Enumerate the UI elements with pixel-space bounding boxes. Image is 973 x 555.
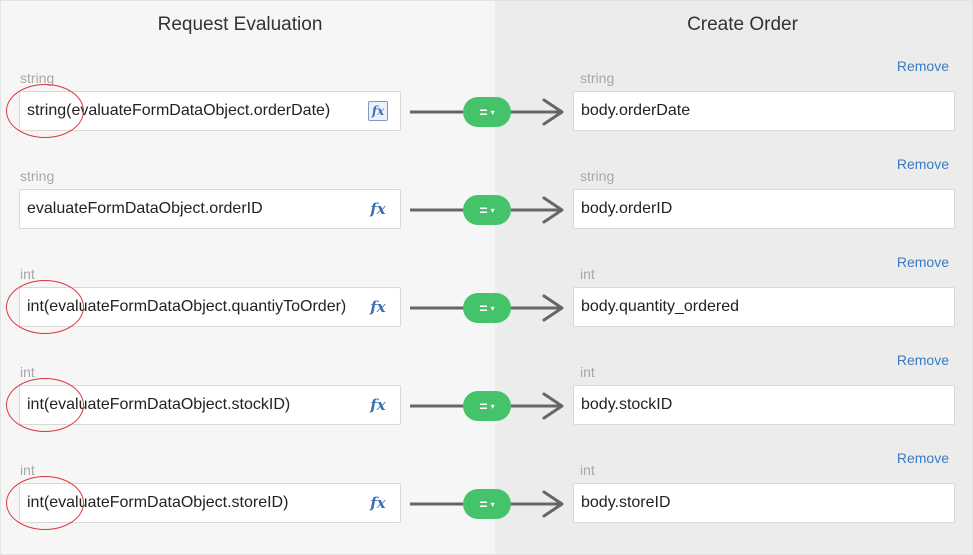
target-type-label: string xyxy=(580,70,615,86)
chevron-down-icon: ▾ xyxy=(490,304,495,314)
fx-icon[interactable]: fx xyxy=(370,396,386,414)
target-field xyxy=(573,483,955,523)
operator-label: = xyxy=(479,104,488,120)
remove-mapping-link[interactable]: Remove xyxy=(896,156,949,172)
fx-icon[interactable]: fx xyxy=(368,101,388,121)
target-type-label: int xyxy=(580,266,595,282)
operator-label: = xyxy=(479,496,488,512)
source-type-label: string xyxy=(20,70,55,86)
target-field xyxy=(573,189,955,229)
source-type-label: string xyxy=(20,168,55,184)
source-type-label: int xyxy=(20,266,35,282)
operator-dropdown[interactable]: =▾ xyxy=(463,195,511,225)
source-expression-field: fx xyxy=(19,91,401,131)
target-field-input[interactable] xyxy=(581,92,947,130)
remove-mapping-link[interactable]: Remove xyxy=(896,352,949,368)
target-field-input[interactable] xyxy=(581,190,947,228)
chevron-down-icon: ▾ xyxy=(490,500,495,510)
fx-icon[interactable]: fx xyxy=(370,200,386,218)
chevron-down-icon: ▾ xyxy=(490,108,495,118)
source-expression-field: fx xyxy=(19,483,401,523)
operator-label: = xyxy=(479,202,488,218)
source-column-title: Request Evaluation xyxy=(157,14,323,35)
source-expression-input[interactable] xyxy=(27,92,367,130)
mapping-row: Remove string string fx =▾ xyxy=(0,58,973,156)
mapping-row: Remove int int fx =▾ xyxy=(0,352,973,450)
target-type-label: int xyxy=(580,364,595,380)
chevron-down-icon: ▾ xyxy=(490,402,495,412)
source-expression-field: fx xyxy=(19,287,401,327)
source-expression-field: fx xyxy=(19,189,401,229)
target-field-input[interactable] xyxy=(581,386,947,424)
target-field xyxy=(573,385,955,425)
source-type-label: int xyxy=(20,462,35,478)
remove-mapping-link[interactable]: Remove xyxy=(896,254,949,270)
operator-label: = xyxy=(479,398,488,414)
operator-dropdown[interactable]: =▾ xyxy=(463,97,511,127)
target-field-input[interactable] xyxy=(581,288,947,326)
target-column-title: Create Order xyxy=(687,14,798,35)
target-field xyxy=(573,287,955,327)
operator-dropdown[interactable]: =▾ xyxy=(463,293,511,323)
fx-icon[interactable]: fx xyxy=(370,494,386,512)
target-type-label: int xyxy=(580,462,595,478)
target-field xyxy=(573,91,955,131)
operator-label: = xyxy=(479,300,488,316)
source-expression-input[interactable] xyxy=(27,190,367,228)
mapping-row: Remove int int fx =▾ xyxy=(0,254,973,352)
mapping-row: Remove string string fx =▾ xyxy=(0,156,973,254)
source-expression-input[interactable] xyxy=(27,484,367,522)
source-type-label: int xyxy=(20,364,35,380)
fx-icon[interactable]: fx xyxy=(370,298,386,316)
target-type-label: string xyxy=(580,168,615,184)
operator-dropdown[interactable]: =▾ xyxy=(463,489,511,519)
source-expression-input[interactable] xyxy=(27,288,367,326)
source-expression-field: fx xyxy=(19,385,401,425)
source-expression-input[interactable] xyxy=(27,386,367,424)
remove-mapping-link[interactable]: Remove xyxy=(896,450,949,466)
chevron-down-icon: ▾ xyxy=(490,206,495,216)
mapping-row: Remove int int fx =▾ xyxy=(0,450,973,548)
operator-dropdown[interactable]: =▾ xyxy=(463,391,511,421)
remove-mapping-link[interactable]: Remove xyxy=(896,58,949,74)
target-field-input[interactable] xyxy=(581,484,947,522)
